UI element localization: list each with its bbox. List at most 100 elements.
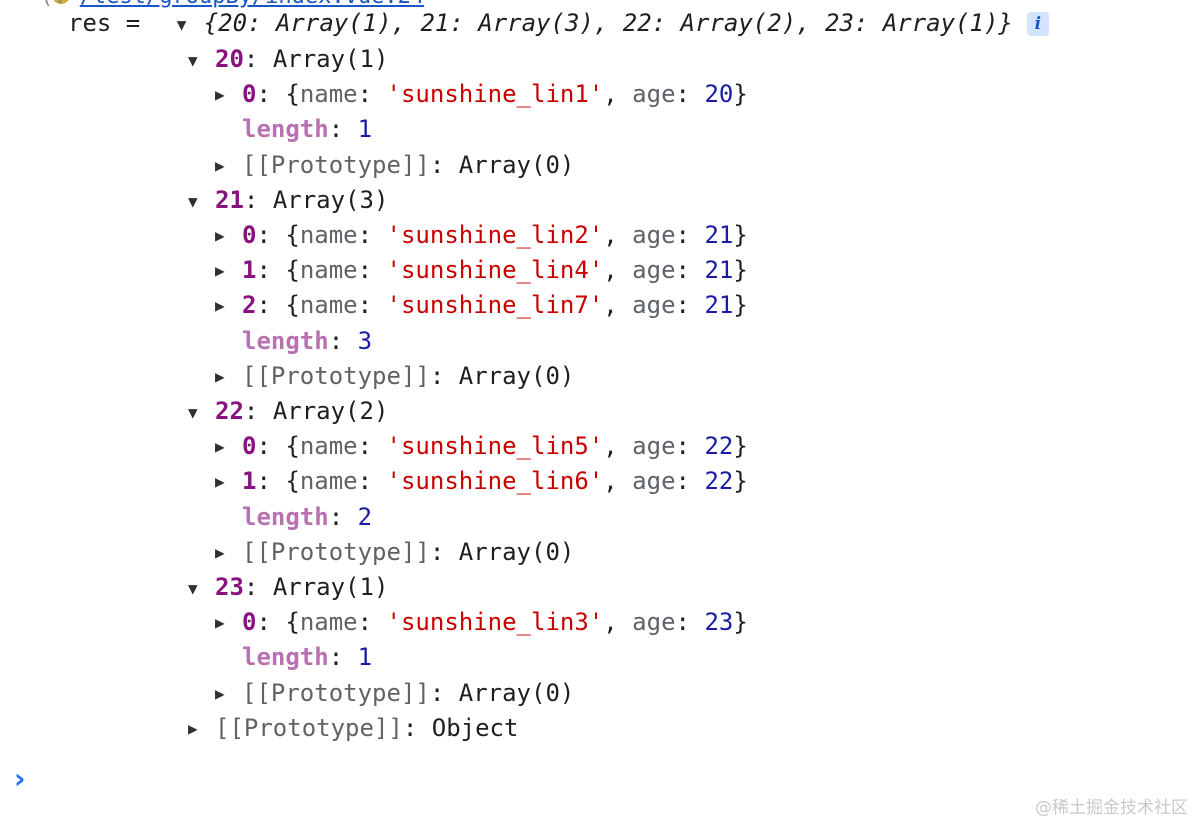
collapse-triangle-icon[interactable]: ▶	[215, 85, 225, 104]
group-row[interactable]: ▼23: Array(1)	[188, 570, 388, 605]
name-label: name	[299, 467, 358, 495]
collapse-triangle-icon[interactable]: ▶	[215, 543, 225, 562]
item-index: 0	[242, 608, 257, 636]
group-key: 20	[215, 45, 244, 73]
group-type: Array(1)	[272, 573, 389, 601]
name-value: 'sunshine_lin4'	[386, 256, 604, 284]
group-type: Array(3)	[272, 186, 389, 214]
name-value: 'sunshine_lin6'	[386, 467, 604, 495]
item-index: 0	[242, 221, 257, 249]
length-row: length: 3	[242, 327, 373, 355]
item-index: 1	[242, 467, 257, 495]
item-index: 0	[242, 432, 257, 460]
collapse-triangle-icon[interactable]: ▶	[215, 437, 225, 456]
expand-triangle-icon[interactable]: ▼	[176, 15, 187, 34]
length-row: length: 2	[242, 503, 373, 531]
array-item-row[interactable]: ▶1: {name: 'sunshine_lin4', age: 21}	[215, 253, 748, 288]
source-link[interactable]: /test/groupBy/index.vue:24	[80, 0, 424, 9]
collapse-triangle-icon[interactable]: ▶	[215, 684, 225, 703]
array-item-row[interactable]: ▶2: {name: 'sunshine_lin7', age: 21}	[215, 288, 748, 323]
source-line: (: /test/groupBy/index.vue:24	[40, 0, 424, 8]
console-prompt-icon[interactable]: ›	[14, 762, 26, 795]
prototype-value: Array(0)	[458, 362, 575, 390]
prototype-label: [[Prototype]]	[242, 151, 430, 179]
age-value: 23	[704, 608, 734, 636]
array-item-row[interactable]: ▶1: {name: 'sunshine_lin6', age: 22}	[215, 464, 748, 499]
collapse-triangle-icon[interactable]: ▶	[215, 226, 225, 245]
root-prototype-row[interactable]: ▶[[Prototype]]: Object	[188, 711, 518, 746]
prototype-row[interactable]: ▶[[Prototype]]: Array(0)	[215, 359, 574, 394]
length-label: length	[242, 643, 329, 671]
prototype-label: [[Prototype]]	[215, 714, 403, 742]
source-prefix: (:	[40, 0, 80, 9]
prototype-value: Object	[431, 714, 519, 742]
length-value: 1	[357, 643, 373, 671]
group-key: 21	[215, 186, 244, 214]
length-row: length: 1	[242, 643, 373, 671]
age-label: age	[632, 221, 676, 249]
group-row[interactable]: ▼20: Array(1)	[188, 42, 388, 77]
expand-triangle-icon[interactable]: ▼	[188, 403, 198, 422]
collapse-triangle-icon[interactable]: ▶	[215, 472, 225, 491]
age-value: 20	[704, 80, 734, 108]
prototype-label: [[Prototype]]	[242, 362, 430, 390]
age-label: age	[632, 256, 676, 284]
array-item-row[interactable]: ▶0: {name: 'sunshine_lin3', age: 23}	[215, 605, 748, 640]
name-label: name	[299, 432, 358, 460]
collapse-triangle-icon[interactable]: ▶	[215, 367, 225, 386]
item-index: 2	[242, 291, 257, 319]
group-row[interactable]: ▼21: Array(3)	[188, 183, 388, 218]
group-type: Array(2)	[272, 397, 389, 425]
log-entry-res[interactable]: res = ▼{20: Array(1), 21: Array(3), 22: …	[68, 6, 1049, 41]
equals-sign: =	[111, 9, 155, 37]
length-value: 1	[357, 115, 373, 143]
array-item-row[interactable]: ▶0: {name: 'sunshine_lin2', age: 21}	[215, 218, 748, 253]
collapse-triangle-icon[interactable]: ▶	[215, 261, 225, 280]
length-value: 2	[357, 503, 373, 531]
length-label: length	[242, 327, 329, 355]
array-item-row[interactable]: ▶0: {name: 'sunshine_lin5', age: 22}	[215, 429, 748, 464]
prototype-label: [[Prototype]]	[242, 679, 430, 707]
name-label: name	[299, 291, 358, 319]
name-label: name	[299, 80, 358, 108]
prototype-row[interactable]: ▶[[Prototype]]: Array(0)	[215, 535, 574, 570]
item-index: 1	[242, 256, 257, 284]
length-label: length	[242, 503, 329, 531]
name-value: 'sunshine_lin3'	[386, 608, 604, 636]
collapse-triangle-icon[interactable]: ▶	[215, 613, 225, 632]
age-label: age	[632, 432, 676, 460]
name-label: name	[299, 256, 358, 284]
prototype-row[interactable]: ▶[[Prototype]]: Array(0)	[215, 148, 574, 183]
array-item-row[interactable]: ▶0: {name: 'sunshine_lin1', age: 20}	[215, 77, 748, 112]
name-value: 'sunshine_lin1'	[386, 80, 604, 108]
group-key: 23	[215, 573, 244, 601]
group-row[interactable]: ▼22: Array(2)	[188, 394, 388, 429]
age-label: age	[632, 608, 676, 636]
prototype-value: Array(0)	[458, 538, 575, 566]
name-value: 'sunshine_lin7'	[386, 291, 604, 319]
prototype-value: Array(0)	[458, 151, 575, 179]
name-label: name	[299, 608, 358, 636]
expand-triangle-icon[interactable]: ▼	[188, 51, 198, 70]
age-value: 22	[704, 432, 734, 460]
prototype-row[interactable]: ▶[[Prototype]]: Array(0)	[215, 676, 574, 711]
group-type: Array(1)	[272, 45, 389, 73]
expand-triangle-icon[interactable]: ▼	[188, 192, 198, 211]
prototype-label: [[Prototype]]	[242, 538, 430, 566]
age-label: age	[632, 467, 676, 495]
name-label: name	[299, 221, 358, 249]
object-summary: {20: Array(1), 21: Array(3), 22: Array(2…	[203, 9, 1013, 37]
length-label: length	[242, 115, 329, 143]
length-value: 3	[357, 327, 373, 355]
bug-icon	[52, 0, 70, 4]
age-value: 21	[704, 291, 734, 319]
collapse-triangle-icon[interactable]: ▶	[188, 719, 198, 738]
expand-triangle-icon[interactable]: ▼	[188, 579, 198, 598]
age-label: age	[632, 291, 676, 319]
item-index: 0	[242, 80, 257, 108]
age-label: age	[632, 80, 676, 108]
collapse-triangle-icon[interactable]: ▶	[215, 296, 225, 315]
group-key: 22	[215, 397, 244, 425]
info-icon[interactable]: i	[1026, 12, 1049, 36]
collapse-triangle-icon[interactable]: ▶	[215, 156, 225, 175]
